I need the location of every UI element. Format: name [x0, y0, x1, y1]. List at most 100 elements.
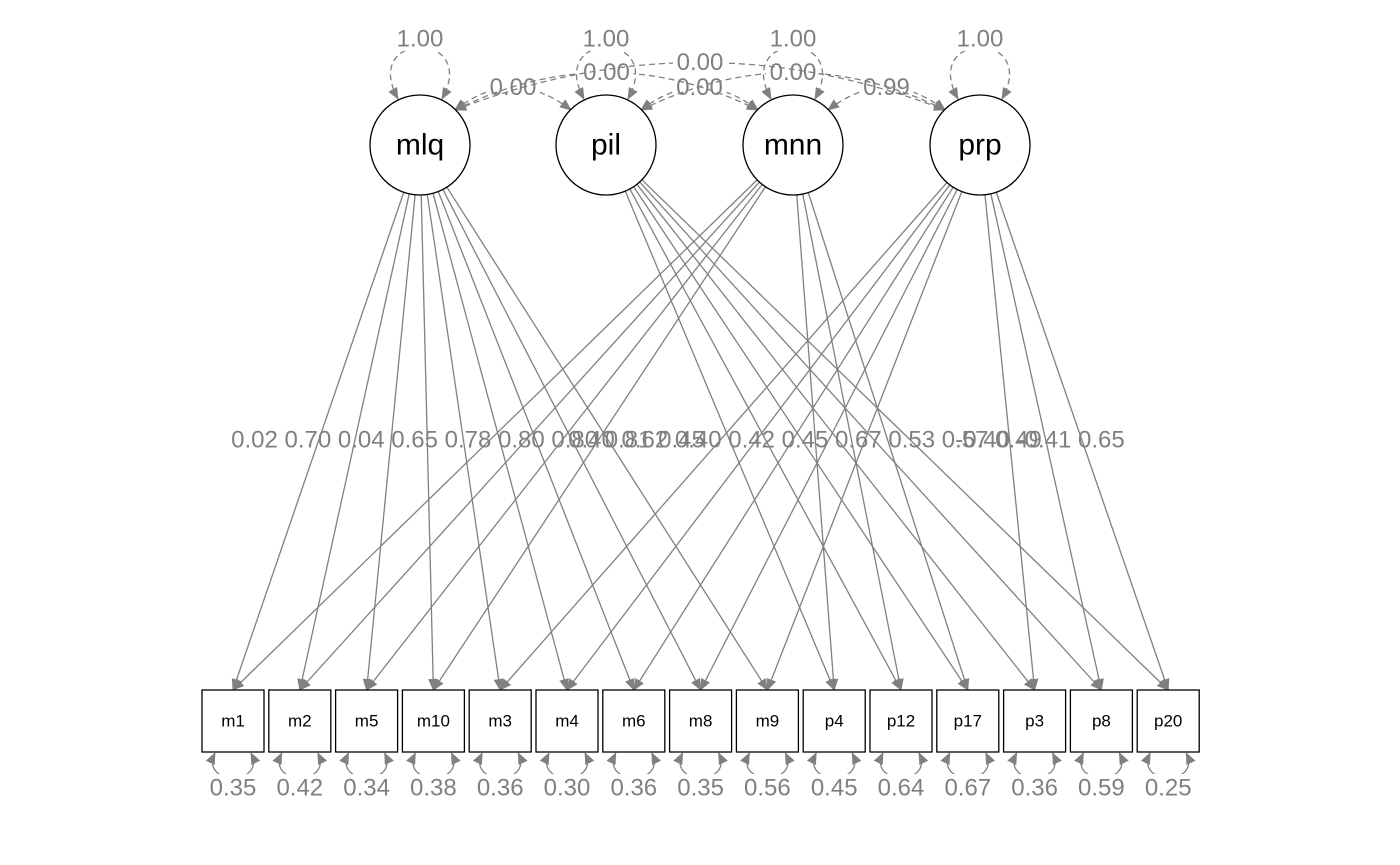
residual-label-bg: [806, 774, 863, 800]
loading-edge-pil-p12: [629, 188, 902, 691]
variance-label-mnn: 1.00: [770, 26, 817, 53]
loading-edge-mnn-m2: [299, 181, 760, 691]
residual-label-bg: [939, 774, 996, 800]
covariance-label-bg: [859, 75, 914, 100]
residual-label-bg: [205, 774, 261, 800]
residual-label-bg: [873, 774, 929, 800]
residual-label-bg: [605, 774, 662, 800]
loading-edge-prp-m8: [700, 189, 958, 691]
residual-label-m9: 0.56: [744, 775, 791, 802]
latent-label-mlq: mlq: [396, 129, 444, 162]
loading-edge-mnn-m5: [365, 183, 763, 691]
loading-edge-mnn-p12: [802, 193, 904, 691]
manifest-label-m3: m3: [488, 712, 512, 731]
residual-label-bg: [405, 774, 462, 800]
manifest-node-p8: [1069, 689, 1134, 753]
residual-label-m4: 0.30: [544, 775, 591, 802]
loading-edge-prp-p3: [984, 194, 1039, 691]
manifest-label-p8: p8: [1092, 712, 1111, 731]
loading-edge-pil-p20: [641, 179, 1169, 691]
manifest-label-p12: p12: [887, 712, 915, 731]
loading-edge-prp-m9: [766, 191, 963, 691]
loading-edge-pil-p8: [639, 181, 1103, 691]
manifest-node-m5: [334, 689, 399, 753]
residual-label-m5: 0.34: [343, 775, 390, 802]
latent-label-prp: prp: [958, 129, 1001, 162]
loading-edge-mlq-m8: [442, 189, 702, 691]
covariance-label-pil-prp: 0.00: [770, 59, 817, 86]
variance-label-bg: [952, 27, 1008, 51]
covariance-label-bg: [673, 50, 727, 75]
residual-label-bg: [1006, 774, 1063, 800]
residual-label-m3: 0.36: [477, 775, 524, 802]
manifest-label-m5: m5: [355, 712, 379, 731]
manifest-label-m1: m1: [221, 712, 245, 731]
loading-edge-mlq-m9: [446, 186, 768, 691]
loading-edge-mnn-p4: [796, 194, 839, 691]
residual-label-m2: 0.42: [276, 775, 323, 802]
latent-node-prp: [929, 94, 1031, 196]
manifest-label-p17: p17: [954, 712, 982, 731]
residual-label-p8: 0.59: [1078, 775, 1125, 802]
loading-edge-prp-p8: [990, 193, 1104, 691]
residual-label-bg: [739, 774, 796, 800]
loading-edges-layer: [231, 179, 1170, 691]
residual-label-p17: 0.67: [944, 775, 991, 802]
loading-edge-prp-m4: [566, 184, 951, 691]
variance-loop-prp: [948, 46, 1012, 100]
loading-edge-mlq-m4: [432, 193, 569, 691]
latent-label-pil: pil: [591, 129, 621, 162]
covariance-label-bg: [579, 60, 634, 85]
manifest-node-m1: [201, 689, 265, 753]
manifest-node-m3: [468, 689, 532, 753]
variance-label-bg: [578, 27, 634, 51]
variance-label-prp: 1.00: [957, 26, 1004, 53]
loading-labels-prp-loadings: -0.40 -0.41 0.65: [955, 427, 1124, 454]
loading-edge-mnn-m10: [432, 186, 767, 691]
latent-node-pil: [555, 94, 657, 196]
manifest-node-m6: [602, 689, 666, 753]
latent-node-mnn: [742, 94, 844, 196]
manifest-node-p3: [1002, 689, 1067, 753]
residual-label-m6: 0.36: [610, 775, 657, 802]
loading-edge-prp-p20: [995, 192, 1170, 691]
manifest-label-m6: m6: [622, 712, 646, 731]
variance-label-bg: [392, 27, 448, 51]
manifest-node-m8: [668, 689, 733, 753]
manifest-label-m10: m10: [417, 712, 450, 731]
loading-edge-prp-m3: [499, 182, 948, 691]
variance-label-bg: [765, 27, 821, 51]
variance-loop-mlq: [388, 46, 452, 100]
covariance-label-pil-mnn: 0.00: [676, 74, 723, 101]
loading-edge-pil-p3: [636, 183, 1036, 691]
residual-label-m10: 0.38: [410, 775, 457, 802]
manifest-node-p4: [802, 689, 866, 753]
loading-edge-mlq-m1: [231, 192, 405, 691]
covariance-label-mlq-prp: 0.00: [677, 49, 724, 76]
residual-label-bg: [472, 774, 529, 800]
loading-labels-mid-loadings: 0.40 0.62 0.40 0.42 0.45 0.67 0.53 0.57 …: [568, 427, 1042, 454]
loading-edge-pil-p17: [633, 186, 969, 691]
loading-edge-mnn-m1: [232, 179, 758, 691]
manifest-label-m9: m9: [756, 712, 780, 731]
manifest-label-p3: p3: [1025, 712, 1044, 731]
loading-labels-mlq-loadings: 0.02 0.70 0.04 0.65 0.78 0.80 0.80 0.81 …: [231, 427, 705, 454]
residual-label-bg: [271, 774, 328, 800]
loading-edge-mnn-p17: [807, 192, 970, 691]
manifest-node-m10: [401, 689, 466, 753]
residual-label-bg: [539, 774, 595, 800]
manifest-node-p20: [1136, 689, 1200, 753]
residual-label-m8: 0.35: [677, 775, 724, 802]
residual-label-p12: 0.64: [878, 775, 925, 802]
residual-label-bg: [672, 774, 729, 800]
covariance-pil-prp: [640, 71, 946, 111]
manifest-label-m2: m2: [288, 712, 312, 731]
manifest-label-p20: p20: [1154, 712, 1182, 731]
manifest-label-m8: m8: [689, 712, 713, 731]
covariance-label-mlq-pil: 0.00: [490, 74, 537, 101]
loading-edge-mlq-m6: [437, 191, 635, 691]
